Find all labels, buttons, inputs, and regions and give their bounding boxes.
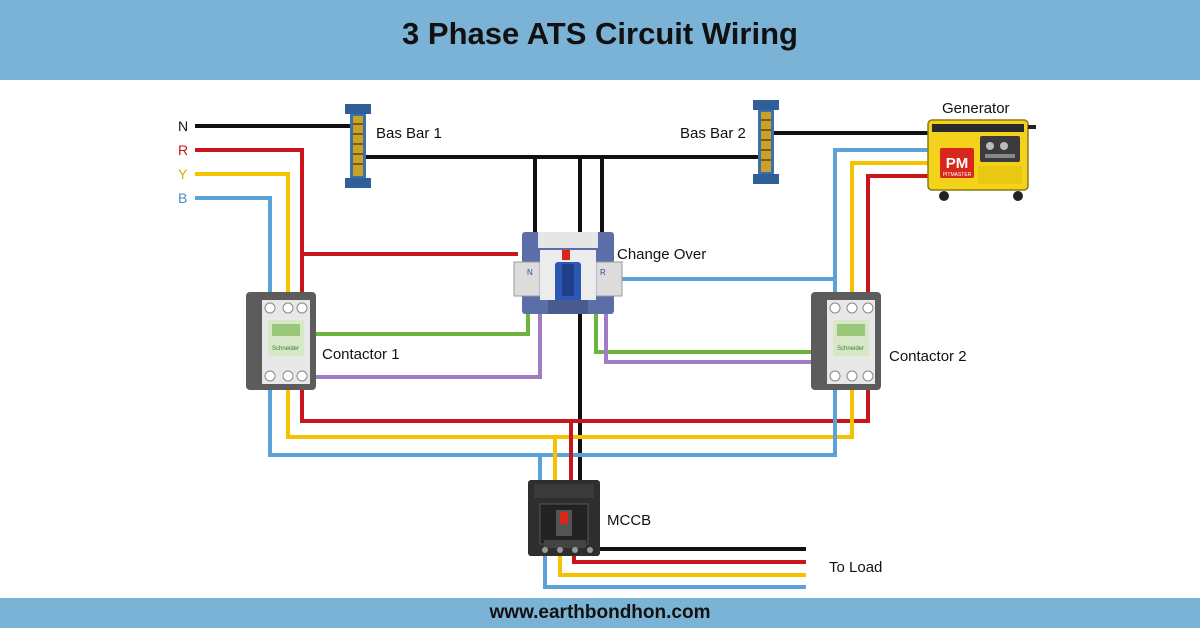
busbar-2 [753, 100, 779, 184]
gen-r-wire [866, 174, 932, 300]
contactor-1-label: Contactor 1 [322, 346, 400, 363]
c1-out-b [268, 388, 837, 457]
mains-r-wire [195, 148, 304, 300]
busbar-1-label: Bas Bar 1 [376, 125, 442, 142]
contactor-2-label: Contactor 2 [889, 348, 967, 365]
generator-model: PITMASTER [943, 172, 972, 178]
mains-y-wire [195, 172, 290, 300]
generator-label: Generator [942, 100, 1010, 117]
wiring-diagram: PM PITMASTER N R Schneider [178, 100, 1036, 589]
page-title: 3 Phase ATS Circuit Wiring [402, 16, 798, 51]
footer-banner: www.earthbondhon.com [0, 598, 1200, 628]
busbar-1 [345, 104, 371, 188]
c1-green-wire [308, 302, 530, 336]
svg-text:N: N [527, 268, 533, 277]
phase-r-label: R [178, 142, 188, 158]
changeover-label: Change Over [617, 246, 706, 263]
mains-b-wire [195, 196, 272, 300]
c1-purple-wire [308, 302, 542, 379]
generator-brand: PM [946, 155, 969, 172]
gen-b-wire [833, 148, 932, 300]
load-r-wire [572, 552, 806, 564]
header-banner: 3 Phase ATS Circuit Wiring [0, 0, 1200, 80]
generator: PM PITMASTER [927, 119, 1036, 201]
svg-text:Schneider: Schneider [272, 346, 299, 352]
changeover-switch: N R [513, 232, 623, 314]
load-b-wire [543, 552, 806, 589]
phase-b-label: B [178, 190, 187, 206]
phase-y-label: Y [178, 166, 188, 182]
mccb-label: MCCB [607, 512, 651, 529]
mccb [528, 480, 600, 556]
phase-n-label: N [178, 118, 188, 134]
load-y-wire [558, 552, 806, 577]
contactor-2: Schneider [811, 292, 881, 390]
load-n-wire [588, 547, 806, 552]
busbar-2-label: Bas Bar 2 [680, 125, 746, 142]
svg-text:Schneider: Schneider [837, 346, 864, 352]
svg-text:R: R [600, 268, 606, 277]
gen-y-wire [850, 161, 932, 300]
c1-out-r [300, 388, 870, 423]
to-load-label: To Load [829, 559, 882, 576]
contactor-1: Schneider [246, 292, 316, 390]
website-url: www.earthbondhon.com [489, 602, 711, 623]
